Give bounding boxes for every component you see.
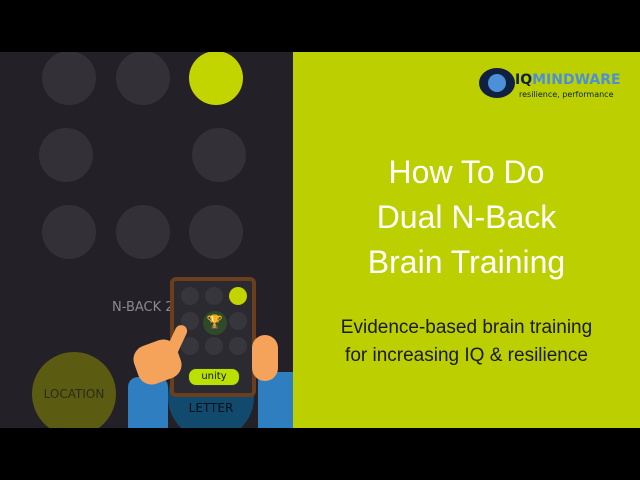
grid-cell xyxy=(39,128,93,182)
grid-cell xyxy=(42,52,96,105)
location-button: LOCATION xyxy=(32,352,116,428)
title-line: Brain Training xyxy=(367,244,566,280)
right-arm xyxy=(258,372,293,428)
grid-cell xyxy=(116,205,170,259)
grid-cell xyxy=(192,128,246,182)
tablet-dot xyxy=(205,337,223,355)
tablet-dot xyxy=(181,312,199,330)
grid-cell-active xyxy=(189,52,243,105)
title-line: How To Do xyxy=(388,154,545,190)
title-line: Dual N-Back xyxy=(376,199,557,235)
unity-badge: unity xyxy=(188,368,240,386)
video-subtitle: Evidence-based brain training for increa… xyxy=(293,314,640,370)
brand-prefix: IQ xyxy=(515,72,533,88)
tablet-dot xyxy=(181,287,199,305)
grid-cell xyxy=(116,52,170,105)
location-label: LOCATION xyxy=(43,387,105,401)
tablet-dot xyxy=(229,337,247,355)
brand-tagline: resilience, performance xyxy=(519,90,614,99)
left-arm xyxy=(128,377,168,428)
right-hand xyxy=(252,335,278,381)
subtitle-line: for increasing IQ & resilience xyxy=(345,345,588,366)
tablet-dot xyxy=(229,312,247,330)
tablet-dot xyxy=(181,337,199,355)
grid-cell xyxy=(189,205,243,259)
video-title: How To Do Dual N-Back Brain Training xyxy=(293,150,640,285)
video-right-panel: IQMINDWARE resilience, performance How T… xyxy=(293,52,640,428)
subtitle-line: Evidence-based brain training xyxy=(340,317,593,338)
letter-label: LETTER xyxy=(188,401,234,415)
tablet-dot xyxy=(205,287,223,305)
video-left-panel: N-BACK 2 LOCATION 🏆 unity LETTER xyxy=(0,52,293,428)
tablet-dot xyxy=(229,287,247,305)
eye-icon xyxy=(479,68,515,98)
trophy-icon: 🏆 xyxy=(203,311,227,335)
nback-label: N-BACK 2 xyxy=(112,300,174,315)
grid-cell xyxy=(42,205,96,259)
brand-name: MINDWARE xyxy=(532,72,621,88)
